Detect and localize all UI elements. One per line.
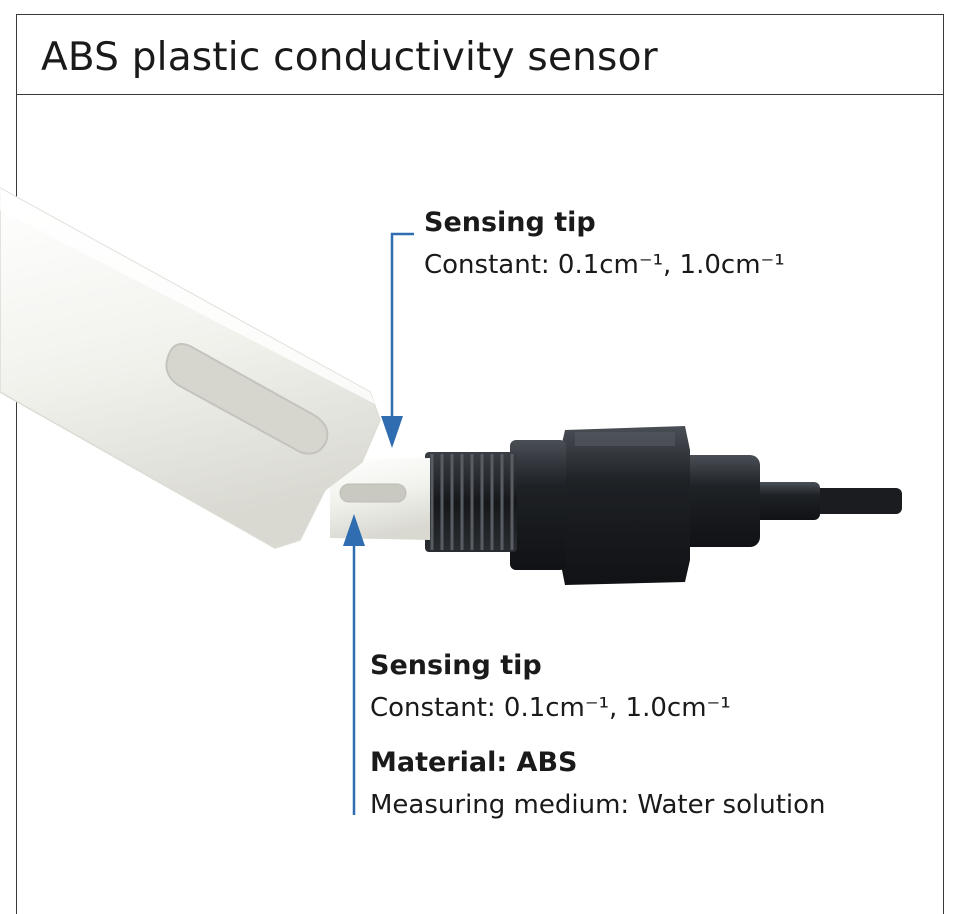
- callout-top-heading: Sensing tip: [424, 207, 596, 238]
- figure-frame: ABS plastic conductivity sensor: [16, 14, 944, 914]
- pointer-top: [381, 232, 414, 448]
- fitting-cap: [680, 455, 760, 547]
- arrow-down-icon: [381, 416, 403, 448]
- cable-strain-relief: [750, 482, 820, 520]
- lock-nut: [510, 440, 566, 570]
- callout-bottom-medium: Measuring medium: Water solution: [370, 790, 826, 820]
- cable: [810, 488, 902, 514]
- callout-bottom-heading: Sensing tip: [370, 650, 542, 681]
- callout-bottom-material: Material: ABS: [370, 747, 578, 778]
- callout-top-constant: Constant: 0.1cm⁻¹, 1.0cm⁻¹: [424, 250, 785, 280]
- title-bar: ABS plastic conductivity sensor: [17, 15, 943, 95]
- page-title: ABS plastic conductivity sensor: [41, 35, 658, 80]
- hex-nut: [560, 426, 690, 585]
- callout-bottom-constant: Constant: 0.1cm⁻¹, 1.0cm⁻¹: [370, 693, 731, 723]
- arrow-up-icon: [343, 514, 365, 546]
- threaded-section: [425, 452, 517, 552]
- stem-slot: [339, 483, 407, 503]
- pointer-bottom: [343, 514, 365, 815]
- probe-body-slot: [165, 343, 329, 455]
